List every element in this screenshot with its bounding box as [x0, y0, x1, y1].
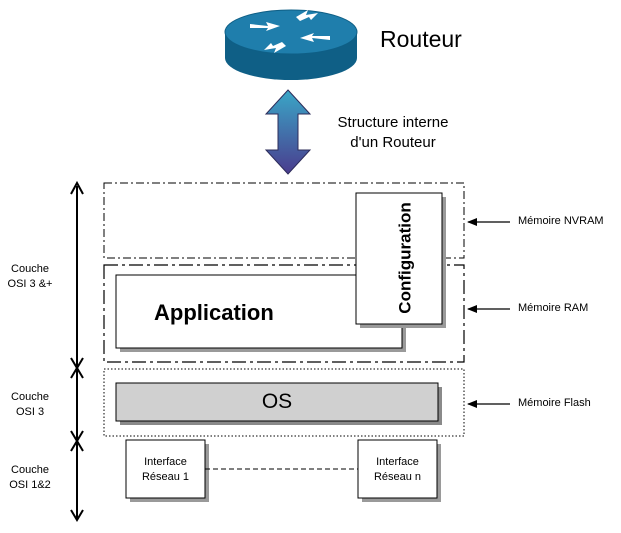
structure-label: Structure interne d'un Routeur [318, 113, 468, 153]
interface-1-line2: Réseau 1 [141, 471, 190, 483]
memory-flash-label: Mémoire Flash [518, 397, 591, 409]
layer-lower-label: Couche OSI 1&2 [0, 463, 60, 493]
double-arrow-icon [264, 89, 312, 175]
layer-middle-line2: OSI 3 [15, 406, 45, 418]
application-block [115, 274, 403, 349]
structure-label-line1: Structure interne [337, 114, 449, 131]
layer-upper-line2: OSI 3 &+ [7, 278, 53, 290]
layer-axis [70, 180, 84, 522]
configuration-block [355, 192, 443, 325]
router-icon [224, 9, 358, 80]
configuration-label: Configuration [395, 202, 414, 313]
layer-lower-line2: OSI 1&2 [9, 479, 51, 491]
router-label: Routeur [380, 26, 462, 52]
os-label: OS [261, 390, 293, 413]
interface-1-label: Interface Réseau 1 [126, 455, 205, 485]
layer-middle-label: Couche OSI 3 [0, 390, 60, 420]
application-label: Application [154, 300, 274, 325]
layer-upper-label: Couche OSI 3 &+ [0, 262, 60, 292]
interface-n-line1: Interface [376, 456, 419, 468]
structure-label-line2: d'un Routeur [350, 134, 436, 151]
nvram-box [103, 182, 465, 259]
memory-ram-label: Mémoire RAM [518, 302, 589, 314]
ram-box [103, 264, 465, 363]
layer-upper-line1: Couche [11, 263, 49, 275]
os-block [115, 382, 439, 422]
flash-box [103, 368, 465, 437]
interface-1-line1: Interface [144, 456, 187, 468]
interface-1-block [125, 439, 206, 499]
layer-lower-line1: Couche [11, 464, 49, 476]
memory-nvram-label: Mémoire NVRAM [518, 215, 604, 227]
interface-n-line2: Réseau n [373, 471, 422, 483]
layer-middle-line1: Couche [11, 391, 49, 403]
interface-n-label: Interface Réseau n [358, 455, 437, 485]
